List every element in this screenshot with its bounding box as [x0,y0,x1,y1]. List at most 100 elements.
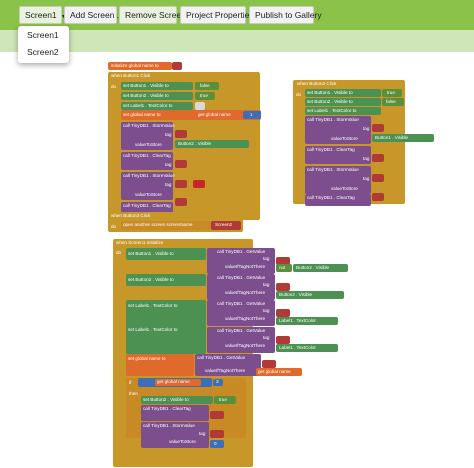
s1-getvalue-2[interactable]: call TinyDB1 . GetValue tag valueIfTagNo… [207,274,275,300]
b2-set-button1-visible[interactable]: set Button1 . Visible to [305,89,381,97]
s1-set-global-name[interactable]: set global name to [126,354,194,376]
s1-getvalue-label-5: call TinyDB1 . GetValue [197,355,246,360]
s1-label1-textcolor-getter-2[interactable]: Label1 . TextColor [276,344,338,352]
init-global-label: initialize global name to [111,63,159,68]
open-another-screen-block[interactable]: open another screen screenName [121,221,211,230]
s1-tag-text-1[interactable] [276,257,290,265]
b2-cleartag-label-2: call TinyDB1 . ClearTag [307,195,355,200]
s1-set-label1-textcolor-1[interactable]: set Label1 . TextColor to set Label1 . T… [126,300,206,354]
b2-true-block[interactable]: true [382,89,402,97]
math-add-block[interactable]: 1 [243,111,261,119]
b2-tag-text-1[interactable] [372,124,384,132]
chevron-down-icon: ▾ [62,14,65,20]
b2-storevalue-label-2: call TinyDB1 . StoreValue [307,167,359,172]
screen-menu-item-screen2[interactable]: Screen2 [27,47,59,57]
tag-label-3: tag [165,182,172,187]
tag-text-2[interactable] [175,160,187,168]
b2-button1-visible-getter-label: Button1 . Visible [375,135,409,140]
tag-text-3[interactable] [175,180,187,188]
s1-button2-visible-getter-2[interactable]: Button2 . Visible [276,291,344,299]
s1-tag-text-6[interactable] [210,411,224,419]
s1-getvalue-label-4: call TinyDB1 . GetValue [217,328,266,333]
s1-cleartag-label: call TinyDB1 . ClearTag [143,406,191,411]
s1-getvalue-3[interactable]: call TinyDB1 . GetValue tag valueIfTagNo… [207,300,275,326]
b2-button1-visible-getter[interactable]: Button1 . Visible [372,134,434,142]
set-label1-textcolor-block[interactable]: set Label1 . TextColor to [121,102,193,110]
toolbar: Screen1 ▾ Add Screen ... Remove Screen P… [0,0,474,30]
b2-storevalue-label-1: call TinyDB1 . StoreValue [307,117,359,122]
s1-number-3[interactable]: 3 [213,379,223,386]
cleartag-block-1[interactable]: call TinyDB1 . ClearTag tag [121,152,173,170]
b2-cleartag-2[interactable]: call TinyDB1 . ClearTag [305,194,371,206]
color-swatch-2[interactable] [193,180,205,188]
s1-true-block[interactable]: true [214,396,236,404]
b2-tag-text-3[interactable] [372,174,384,182]
s1-label1-textcolor-getter-1[interactable]: Label1 . TextColor [276,317,338,325]
s1-tag-text-4[interactable] [276,336,290,344]
s1-tag-text-5[interactable] [262,360,276,368]
s1-get-global-name-1[interactable]: get global name [256,368,302,376]
screen-selector-button[interactable]: Screen1 ▾ [19,6,65,24]
s1-set-button2-visible[interactable]: set Button2 . Visible to [126,274,206,286]
tag-label-1: tag [165,132,172,137]
tag-text-4[interactable] [175,198,187,206]
s1-getvalue-1[interactable]: call TinyDB1 . GetValue tag valueIfTagNo… [207,248,275,274]
add-screen-button[interactable]: Add Screen ... [64,6,124,24]
remove-screen-button[interactable]: Remove Screen [119,6,186,24]
s1-then-label: then [129,391,138,396]
s1-button2-visible-getter[interactable]: Button2 . Visible [293,264,348,272]
s1-cleartag-block[interactable]: call TinyDB1 . ClearTag [141,405,209,421]
cleartag-label-2: call TinyDB1 . ClearTag [123,203,171,208]
s1-tag-text-7[interactable] [210,430,224,438]
tag-text-1[interactable] [175,130,187,138]
project-properties-button[interactable]: Project Properties [180,6,254,24]
s1-set-button2-visible-2[interactable]: set Button2 . Visible to [141,396,213,404]
b2-false-block[interactable]: false [382,98,404,106]
value-to-store-label-1: valueToStore [135,142,162,147]
button1-do-label: do [111,84,117,89]
b2-set-button2-visible[interactable]: set Button2 . Visible to [305,98,381,106]
s1-set-button1-visible[interactable]: set Button1 . Visible to [126,248,206,260]
s1-getvalue-5[interactable]: call TinyDB1 . GetValue valueIfTagNotThe… [195,354,261,376]
b2-cleartag-1[interactable]: call TinyDB1 . ClearTag tag [305,146,371,164]
init-value-text[interactable] [172,62,182,70]
set-button1-visible-block[interactable]: set Button1 . Visible to [121,82,193,90]
s1-number-0-block[interactable]: 0 [210,440,224,448]
s1-set-button1-visible-label: set Button1 . Visible to [128,251,174,256]
b2-tag-text-4[interactable] [372,193,384,201]
set-button2-visible-block[interactable]: set Button2 . Visible to [121,92,193,100]
tag-label-2: tag [165,162,172,167]
storevalue-label-2: call TinyDB1 . StoreValue [123,173,175,178]
s1-getvalue-label-2: call TinyDB1 . GetValue [217,275,266,280]
blocks-workspace[interactable]: initialize global name to when Button1 C… [0,52,474,468]
s1-set-label1-textcolor-label-2: set Label1 . TextColor to [128,327,178,332]
screen-menu-item-screen1[interactable]: Screen1 [27,30,59,40]
screen-dropdown-menu: Screen1 Screen2 [18,26,69,63]
b2-set-label1-textcolor[interactable]: set Label1 . TextColor to [305,107,381,115]
s1-getvalue-4[interactable]: call TinyDB1 . GetValue tag valueIfTagNo… [207,327,275,353]
color-swatch-1[interactable] [195,102,205,110]
button1-click-label: when Button1 Click [111,73,151,78]
b2-storevalue-2[interactable]: call TinyDB1 . StoreValue tag valueToSto… [305,166,371,194]
s1-not-block[interactable]: not [276,264,292,272]
get-global-name-block[interactable]: get global name [196,111,242,119]
set-global-name-block[interactable]: set global name to [121,110,261,120]
b2-tag-text-2[interactable] [372,154,384,162]
init-global-block[interactable]: initialize global name to [108,62,172,70]
s1-set-global-name-label: set global name to [128,356,166,361]
publish-to-gallery-button[interactable]: Publish to Gallery [249,6,322,24]
s1-storevalue-block[interactable]: call TinyDB1 . StoreValue tag valueToSto… [141,422,209,448]
s1-tag-text-2[interactable] [276,283,290,291]
button2-visible-getter[interactable]: Button2 . Visible [175,140,249,148]
screen2-text-block[interactable]: Screen2 [211,221,241,230]
storevalue-block-1[interactable]: call TinyDB1 . StoreValue tag valueToSto… [121,122,175,150]
s1-tag-text-3[interactable] [276,309,290,317]
storevalue-block-2[interactable]: call TinyDB1 . StoreValue tag valueToSto… [121,172,175,200]
b2-set-label1-textcolor-label: set Label1 . TextColor to [307,108,357,113]
s1-get-global-name-2[interactable]: get global name [155,379,201,386]
screen1-initialize-label: when Screen1 Initialize [116,240,164,245]
true-block-1[interactable]: true [195,92,215,100]
b2-storevalue-1[interactable]: call TinyDB1 . StoreValue tag valueToSto… [305,116,371,144]
button3-do-label: do [111,224,117,229]
false-block-1[interactable]: false [195,82,219,90]
